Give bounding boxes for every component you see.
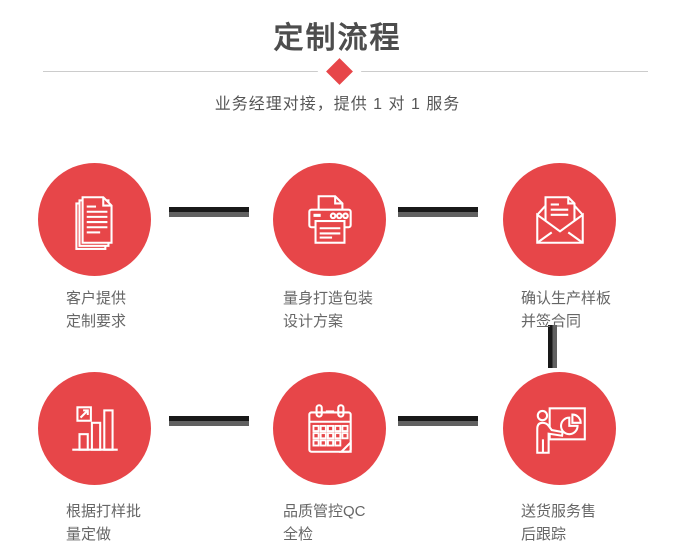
printer-icon bbox=[307, 194, 352, 244]
step-label-6-line2: 后跟踪 bbox=[521, 526, 567, 543]
step-circle-5 bbox=[273, 372, 386, 485]
step-circle-3 bbox=[503, 163, 616, 276]
step-label-4-line2: 量定做 bbox=[66, 526, 112, 543]
connector-step1-step2 bbox=[169, 207, 249, 217]
step-label-1-line1: 客户提供 bbox=[66, 290, 127, 307]
documents-icon bbox=[74, 195, 113, 250]
step-label-3-line2: 并签合同 bbox=[521, 313, 582, 330]
step-circle-1 bbox=[38, 163, 151, 276]
step-label-4: 根据打样批 量定做 bbox=[66, 500, 141, 546]
step-label-3: 确认生产样板 并签合同 bbox=[521, 287, 611, 333]
step-label-5-line1: 品质管控QC bbox=[283, 503, 366, 520]
calendar-icon bbox=[307, 403, 352, 453]
connector-step5-step6 bbox=[398, 416, 478, 426]
step-label-1-line2: 定制要求 bbox=[66, 313, 127, 330]
step-label-6: 送货服务售 后跟踪 bbox=[521, 500, 596, 546]
page-title: 定制流程 bbox=[273, 22, 402, 55]
bar-chart-icon bbox=[71, 405, 118, 451]
page-subtitle: 业务经理对接，提供 1 对 1 服务 bbox=[214, 96, 461, 113]
step-circle-6 bbox=[503, 372, 616, 485]
step-label-2-line1: 量身打造包装 bbox=[283, 290, 374, 307]
connector-step4-step5 bbox=[169, 416, 249, 426]
step-label-5-line2: 全检 bbox=[283, 526, 314, 543]
step-circle-2 bbox=[273, 163, 386, 276]
step-circle-4 bbox=[38, 372, 151, 485]
step-label-2-line2: 设计方案 bbox=[283, 313, 344, 330]
step-label-5: 品质管控QC 全检 bbox=[283, 500, 366, 546]
presentation-icon bbox=[535, 406, 586, 454]
step-label-6-line1: 送货服务售 bbox=[521, 503, 597, 520]
diamond-icon bbox=[326, 58, 353, 85]
step-label-2: 量身打造包装 设计方案 bbox=[283, 287, 373, 333]
connector-step2-step3 bbox=[398, 207, 478, 217]
envelope-icon bbox=[535, 195, 584, 244]
step-label-4-line1: 根据打样批 bbox=[66, 503, 142, 520]
step-label-3-line1: 确认生产样板 bbox=[521, 290, 612, 307]
step-label-1: 客户提供 定制要求 bbox=[66, 287, 126, 333]
connector-step3-step6 bbox=[548, 325, 557, 368]
